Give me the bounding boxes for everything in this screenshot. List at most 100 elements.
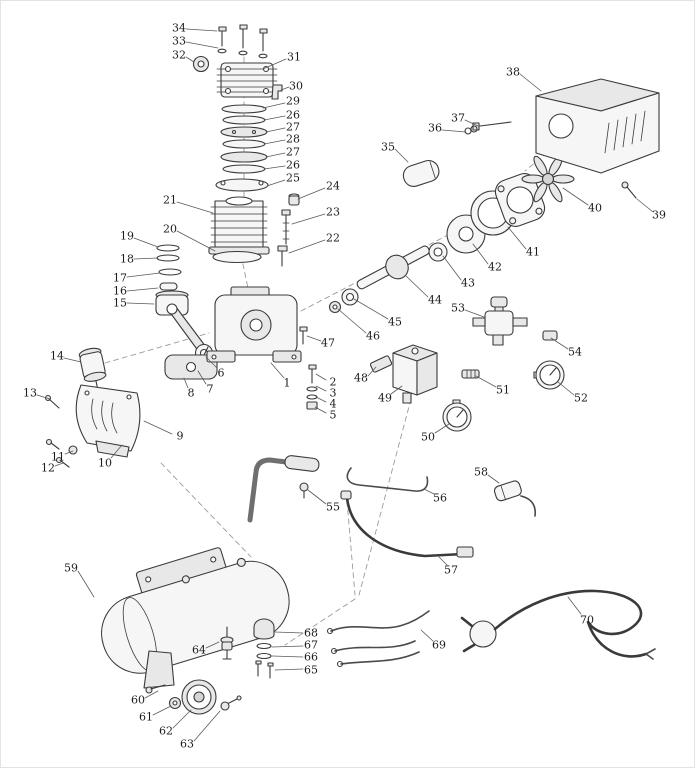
callout-33: 33	[172, 35, 186, 48]
callout-48: 48	[354, 372, 368, 385]
callout-70: 70	[580, 614, 594, 627]
leader-line	[550, 337, 569, 350]
callout-38: 38	[506, 66, 520, 79]
leader-line	[262, 58, 287, 70]
leader-line	[126, 302, 155, 305]
leader-line	[475, 375, 497, 388]
construction-lines	[104, 56, 562, 646]
leader-line	[263, 115, 286, 121]
callout-51: 51	[496, 384, 510, 397]
check-valve	[369, 355, 393, 373]
leader-line	[367, 366, 377, 377]
drain-valve	[220, 626, 234, 660]
leader-line	[176, 230, 216, 252]
leader-line	[442, 255, 462, 281]
callout-4: 4	[330, 398, 337, 411]
leader-line	[487, 474, 500, 484]
callout-11: 11	[51, 451, 65, 464]
leader-line	[133, 237, 159, 248]
callout-25: 25	[286, 172, 300, 185]
leader-line	[636, 198, 654, 213]
callout-39: 39	[652, 209, 666, 222]
callout-27-a: 27	[286, 146, 300, 159]
callout-63: 63	[180, 738, 194, 751]
crankshaft-motor-assembly	[328, 173, 546, 314]
callout-2: 2	[330, 376, 337, 389]
head-fastener-set	[192, 24, 268, 73]
leader-line	[185, 56, 195, 63]
callout-44: 44	[428, 294, 442, 307]
leader-line	[562, 187, 589, 206]
callout-37: 37	[451, 112, 465, 125]
leader-line	[176, 201, 214, 214]
outlet-elbow	[271, 84, 283, 100]
leader-line	[280, 86, 290, 91]
leader-line	[64, 450, 74, 455]
side-cover	[45, 384, 141, 468]
rubber-foot-stack	[253, 618, 275, 679]
leader-line	[143, 420, 173, 435]
leader-line	[144, 690, 159, 699]
leader-line	[77, 570, 95, 598]
leader-line	[152, 705, 172, 716]
connecting-rod	[164, 303, 218, 380]
callout-46: 46	[366, 330, 380, 343]
leader-line	[557, 381, 575, 396]
leader-line	[263, 165, 286, 170]
callout-43: 43	[461, 277, 475, 290]
cylinder-gasket	[212, 250, 262, 264]
handle-tube	[247, 457, 313, 523]
pressure-regulator	[461, 296, 565, 390]
callout-27-b: 27	[286, 121, 300, 134]
callout-26-a: 26	[286, 159, 300, 172]
callout-60: 60	[131, 694, 145, 707]
leader-line	[110, 444, 123, 459]
leader-line	[519, 73, 542, 92]
leader-line	[263, 139, 286, 145]
callout-42: 42	[488, 261, 502, 274]
cylinder-block	[208, 196, 270, 264]
callout-66: 66	[304, 651, 318, 664]
callout-16: 16	[113, 285, 127, 298]
callout-23: 23	[326, 206, 340, 219]
cooling-fan	[521, 155, 575, 203]
leader-line	[567, 596, 582, 615]
leader-line	[394, 148, 409, 163]
callout-28: 28	[286, 133, 300, 146]
leader-line	[133, 257, 159, 260]
callout-40: 40	[588, 202, 602, 215]
callout-56: 56	[433, 492, 447, 505]
callout-41: 41	[526, 246, 540, 259]
callout-24: 24	[326, 180, 340, 193]
leader-line	[423, 488, 435, 495]
callout-6: 6	[218, 367, 225, 380]
leader-line	[266, 179, 286, 187]
callout-62: 62	[159, 725, 173, 738]
leader-line	[270, 362, 285, 379]
leader-line	[274, 631, 304, 634]
callout-5: 5	[330, 409, 337, 422]
air-filter	[78, 347, 107, 390]
callout-19: 19	[120, 230, 134, 243]
callout-31: 31	[287, 51, 301, 64]
callout-54: 54	[568, 346, 582, 359]
leader-line	[297, 187, 326, 200]
leader-line	[126, 287, 159, 292]
leader-line	[265, 152, 286, 158]
head-bolt-set	[277, 193, 300, 267]
callout-15: 15	[113, 297, 127, 310]
callout-52: 52	[574, 392, 588, 405]
wire-harness	[326, 610, 430, 668]
callout-67: 67	[304, 639, 318, 652]
air-tank	[101, 547, 290, 689]
callout-58: 58	[474, 466, 488, 479]
callout-69: 69	[432, 639, 446, 652]
leader-line	[353, 298, 389, 320]
callout-50: 50	[421, 431, 435, 444]
leader-line	[265, 127, 286, 133]
leader-line	[262, 102, 286, 109]
callout-32: 32	[172, 49, 186, 62]
cover-bracket	[95, 440, 130, 458]
callout-10: 10	[98, 457, 112, 470]
